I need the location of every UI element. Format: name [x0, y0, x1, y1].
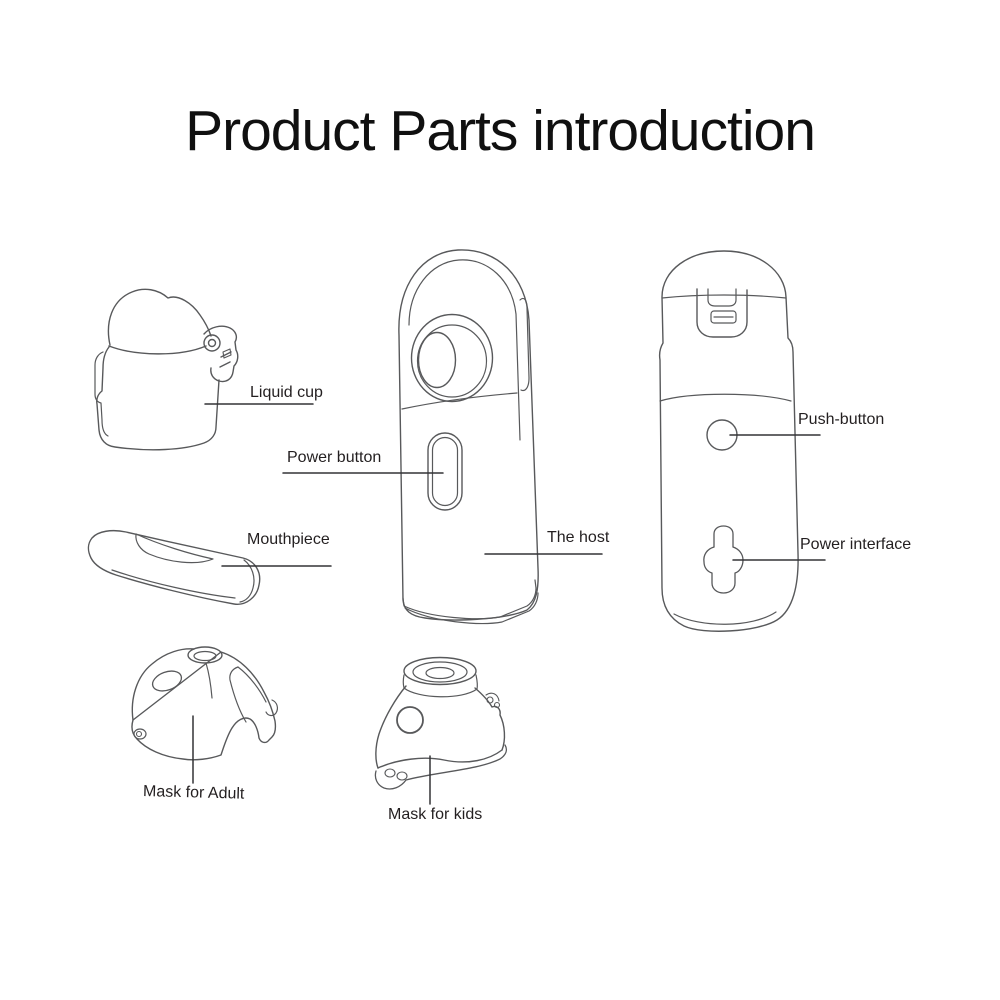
label-power-interface: Power interface: [800, 536, 912, 553]
label-push-button: Push-button: [798, 411, 885, 428]
mouthpiece-icon: [87, 529, 261, 605]
label-the-host: The host: [547, 529, 610, 546]
kids-mask-icon: [374, 656, 507, 790]
host-back-icon: [658, 250, 799, 632]
label-mouthpiece: Mouthpiece: [247, 531, 330, 548]
liquid-cup-icon: [94, 288, 239, 451]
page-title: Product Parts introduction: [185, 99, 816, 163]
label-mask-for-adult: Mask for Adult: [142, 783, 245, 803]
label-liquid-cup: Liquid cup: [250, 384, 323, 401]
label-power-button: Power button: [287, 449, 382, 466]
host-front-icon: [398, 249, 539, 625]
adult-mask-icon: [131, 646, 278, 761]
label-mask-for-kids: Mask for kids: [388, 806, 483, 823]
